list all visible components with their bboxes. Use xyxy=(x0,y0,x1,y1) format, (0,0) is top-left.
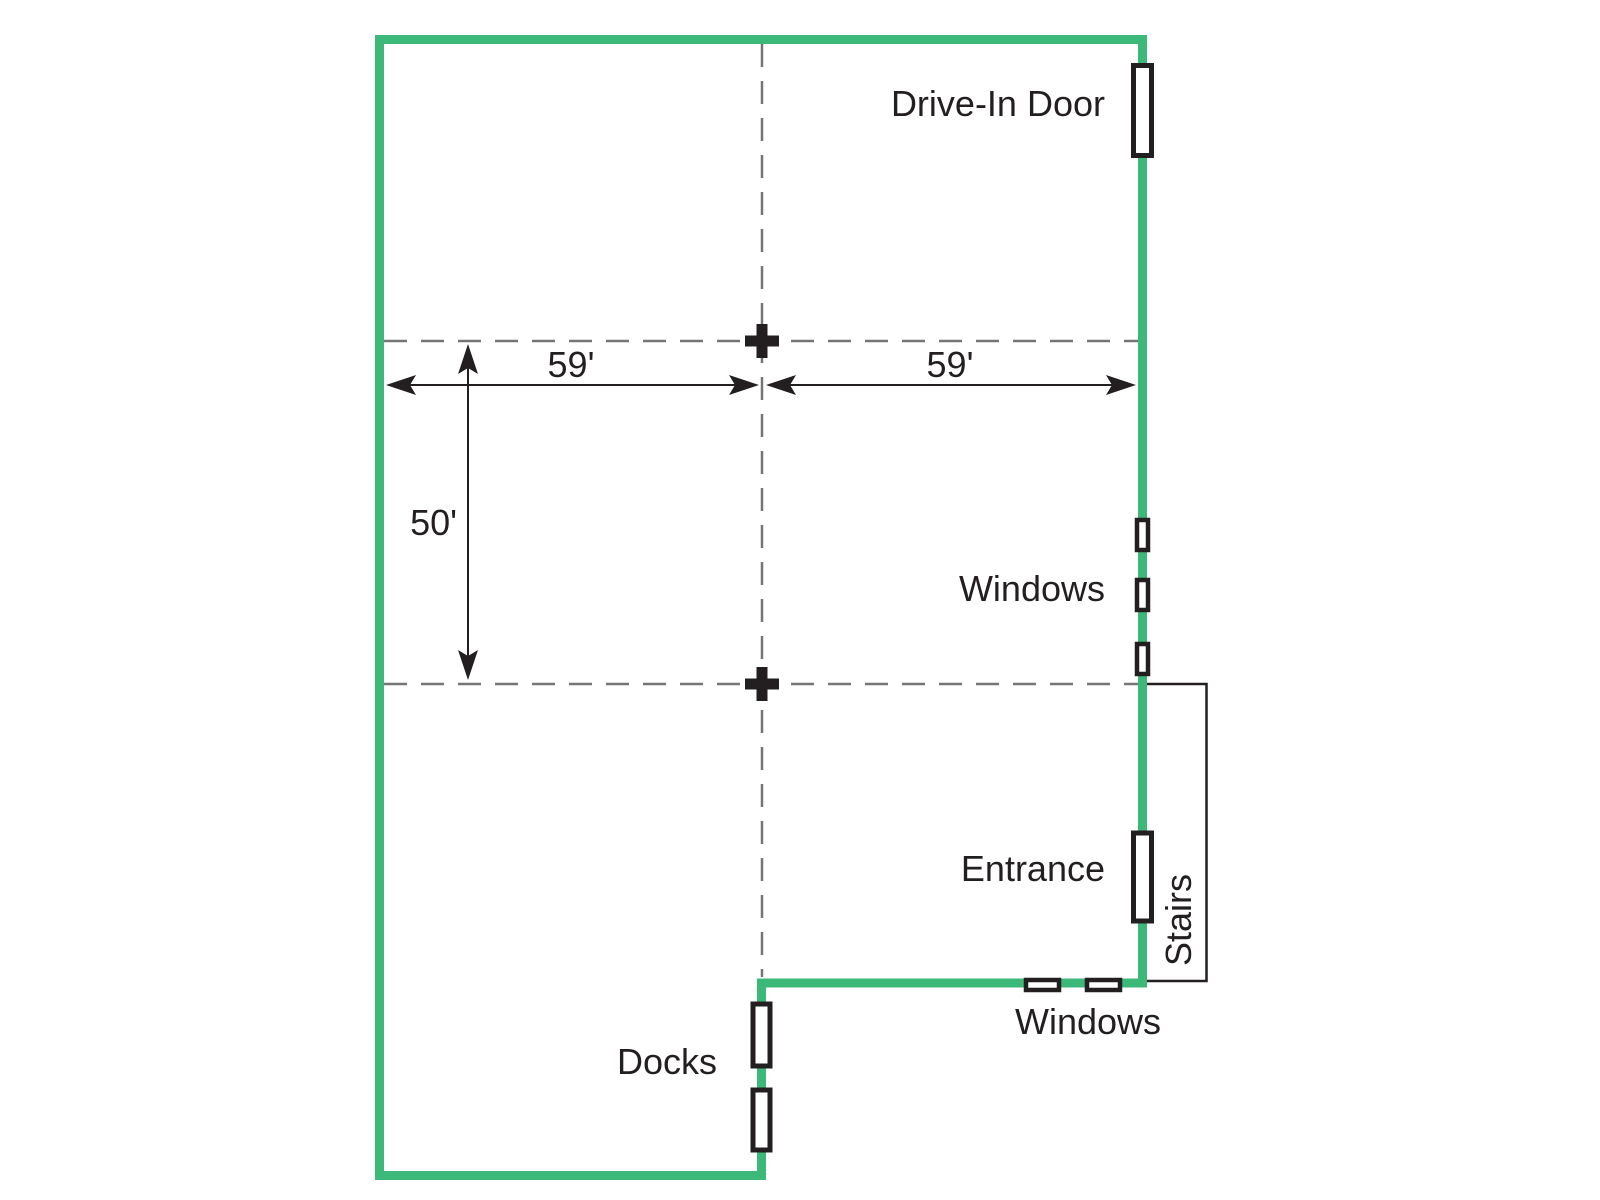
drive-in-door-label: Drive-In Door xyxy=(891,83,1105,124)
arrowhead-right-icon xyxy=(729,375,759,395)
labels: Drive-In Door 59' 59' 50' Windows Entran… xyxy=(410,83,1199,1082)
bottom-window-symbol-1 xyxy=(1023,977,1062,993)
right-window-symbol-2 xyxy=(1134,577,1151,613)
openings xyxy=(750,63,1154,1153)
arrowhead-up-icon xyxy=(458,344,478,374)
docks-label: Docks xyxy=(617,1041,717,1082)
horizontal-dimension-right xyxy=(766,375,1136,395)
bottom-window-symbol-2 xyxy=(1084,977,1123,993)
cross-mark-upper xyxy=(745,324,779,358)
dock-door-symbol-2 xyxy=(750,1087,773,1153)
horizontal-dimension-left xyxy=(386,375,759,395)
entrance-door-symbol xyxy=(1131,830,1154,924)
right-windows-label: Windows xyxy=(959,568,1105,609)
arrowhead-down-icon xyxy=(458,650,478,680)
arrowhead-left-icon xyxy=(766,375,796,395)
cross-mark-lower xyxy=(745,667,779,701)
dock-door-symbol-1 xyxy=(750,1001,773,1069)
right-width-dimension-label: 59' xyxy=(927,344,974,385)
building-outline-wall xyxy=(375,35,1147,1180)
height-dimension-label: 50' xyxy=(410,502,457,543)
entrance-label: Entrance xyxy=(961,848,1105,889)
stairs-label: Stairs xyxy=(1158,874,1199,966)
dimension-lines xyxy=(386,344,1136,680)
arrowhead-right-icon xyxy=(1106,375,1136,395)
bottom-windows-label: Windows xyxy=(1015,1001,1161,1042)
cross-marks xyxy=(745,324,779,701)
drive-in-door-symbol xyxy=(1131,63,1154,158)
left-width-dimension-label: 59' xyxy=(548,344,595,385)
arrowhead-left-icon xyxy=(386,375,416,395)
right-window-symbol-1 xyxy=(1134,517,1151,553)
right-window-symbol-3 xyxy=(1134,641,1151,677)
vertical-dimension xyxy=(458,344,478,680)
stairs-enclosure xyxy=(1147,682,1208,983)
reference-lines xyxy=(384,44,1143,977)
